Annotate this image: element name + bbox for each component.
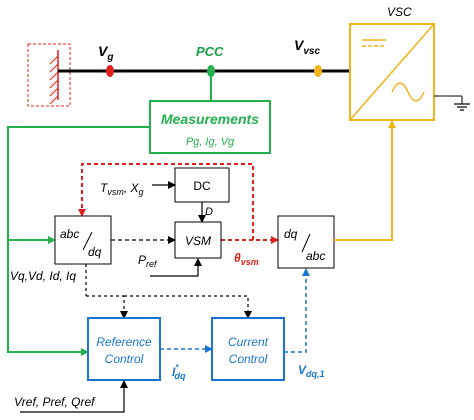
ref-inputs-to-refctrl-wire [20, 380, 128, 413]
vsc-label: VSC [387, 5, 412, 19]
measurements-title: Measurements [161, 111, 259, 127]
vdq1-label: Vdq,1 [298, 363, 325, 379]
theta-vsm-label: θvsm [234, 251, 259, 267]
vsm-block-label: VSM [185, 234, 211, 248]
dq-abc-bottom-label: abc [306, 249, 325, 263]
reference-control-line1: Reference [96, 335, 152, 349]
vsc-converter-block [349, 23, 435, 121]
measurements-block [149, 100, 271, 154]
dq-abc-to-vsc-wire [334, 120, 396, 241]
abc-dq-bottom-label: dq [88, 245, 102, 259]
dc-block-label: DC [193, 179, 211, 193]
vvsc-node-dot [314, 65, 322, 77]
d-label: D [205, 206, 213, 218]
abc-dq-slash [82, 231, 93, 251]
theta-feedback-loop [78, 163, 254, 240]
vq-vd-id-iq-label: Vq,Vd, Id, Iq [10, 269, 76, 283]
vg-label: Vg [98, 43, 113, 63]
reference-control-line2: Control [105, 352, 144, 366]
current-control-block [211, 317, 285, 381]
pref-to-vsm-wire [150, 258, 202, 277]
current-control-line2: Control [229, 352, 268, 366]
vg-node-dot [106, 65, 114, 77]
grid-source-icon [27, 43, 71, 107]
ground-icon [434, 95, 470, 111]
abc-dq-to-refctrl-wire [86, 295, 128, 319]
dq-abc-slash [301, 233, 311, 253]
reference-control-block [87, 317, 161, 381]
ref-inputs-label: Vref, Pref, Qref [14, 395, 96, 409]
current-control-line1: Current [228, 335, 269, 349]
curctrl-to-dq-abc-wire [284, 268, 310, 353]
abc-dq-block [54, 215, 112, 265]
measurements-signals: Pg, Ig, Vg [186, 136, 235, 148]
abc-dq-to-curctrl-wire [124, 295, 252, 319]
pcc-label: PCC [196, 44, 224, 59]
pref-label: Pref [138, 253, 158, 269]
pcc-node-dot [207, 65, 215, 77]
idq-star-label: I*dq [172, 363, 186, 381]
dc-block [174, 167, 230, 203]
dq-abc-top-label: dq [284, 227, 298, 241]
abc-dq-top-label: abc [60, 227, 79, 241]
tvsm-xg-label: Tvsm, Xg [100, 181, 144, 197]
vvsc-label: Vvsc [294, 37, 320, 57]
vsm-block [174, 221, 222, 259]
